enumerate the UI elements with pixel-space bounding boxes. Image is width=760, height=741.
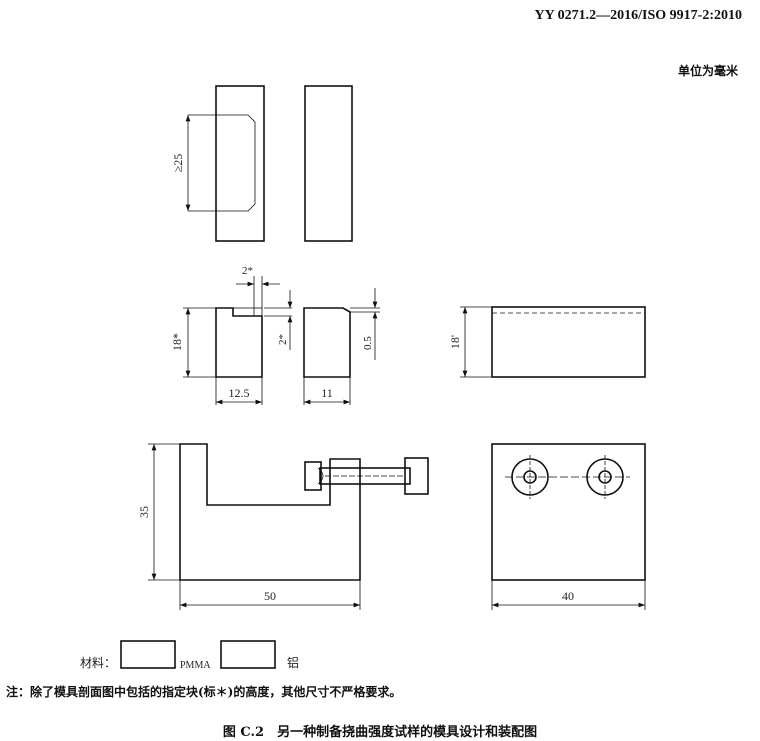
section-blocks: 2* 2* 18* 12.5 0.5 11 18' — [170, 265, 646, 405]
standard-number: YY 0271.2—2016/ISO 9917-2:2010 — [534, 8, 742, 23]
legend-aluminium: 铝 — [287, 655, 299, 670]
dim-width-left: 12.5 — [229, 386, 250, 400]
dim-plate-width: 40 — [562, 589, 574, 603]
aluminium-swatch — [220, 640, 276, 669]
mold-assembly: 35 50 40 — [137, 443, 646, 610]
figure-caption: 图 C.2 另一种制备挠曲强度试样的模具设计和装配图 — [222, 725, 538, 740]
dim-notch-depth: 2* — [277, 334, 289, 345]
dim-offset: 0.5 — [362, 336, 374, 350]
dim-mold-width: 50 — [264, 589, 276, 603]
legend-label: 材料： — [80, 656, 116, 670]
unit-note: 单位为毫米 — [677, 64, 738, 78]
dim-notch-width: 2* — [242, 265, 253, 277]
clamp-screw-icon — [304, 457, 429, 495]
dim-mold-height: 35 — [137, 506, 151, 518]
pmma-swatch — [120, 640, 176, 669]
footnote: 注：除了模具剖面图中包括的指定块(标＊)的高度，其他尺寸不严格要求。 — [6, 685, 402, 699]
legend-pmma: PMMA — [180, 660, 211, 671]
material-legend: 材料： PMMA 铝 — [80, 640, 299, 671]
dim-width-mid: 11 — [321, 386, 333, 400]
dim-height-right: 18' — [448, 335, 462, 349]
dim-height-left: 18* — [170, 333, 184, 351]
top-view-assembly: ≥25 — [171, 85, 353, 242]
dim-min-length: ≥25 — [171, 154, 185, 173]
